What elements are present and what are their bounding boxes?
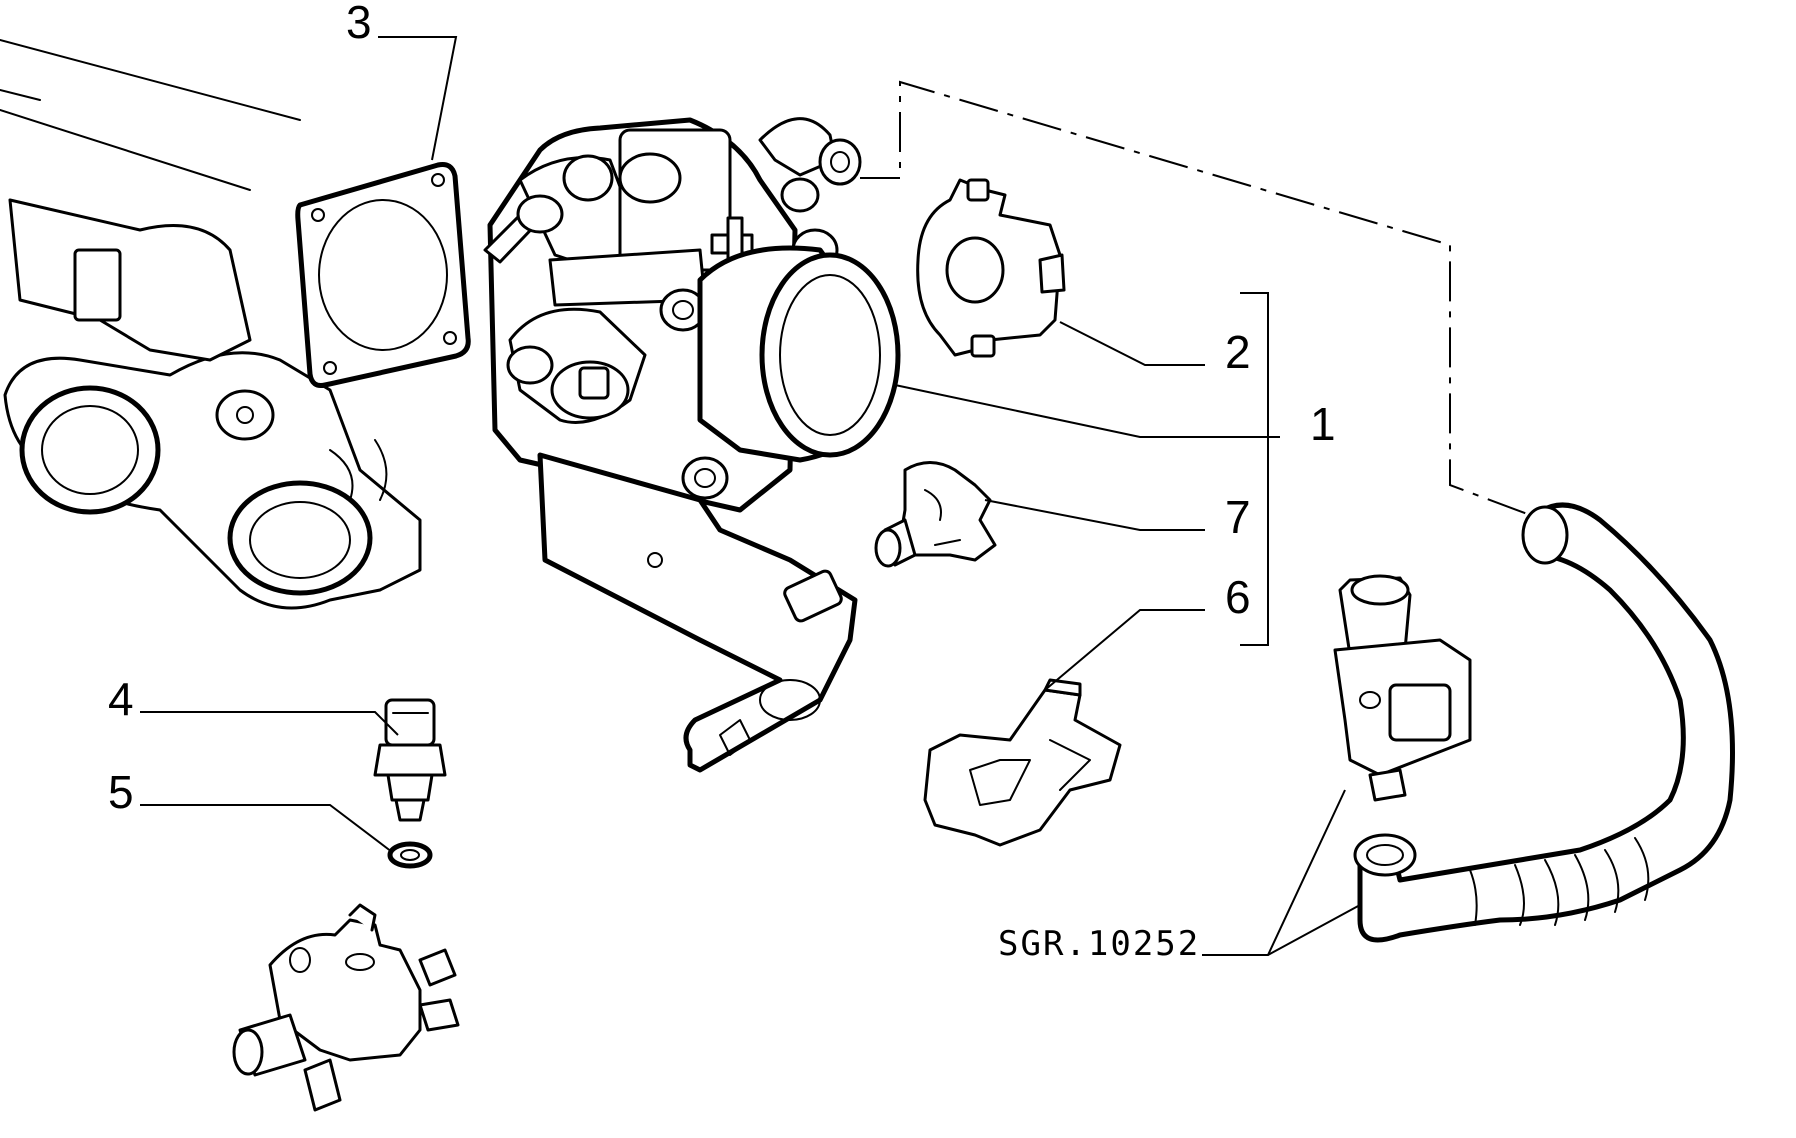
coolant-fitting — [232, 903, 460, 1112]
callout-3: 3 — [346, 0, 372, 48]
leader-lines — [140, 36, 1361, 956]
bracket-part — [923, 678, 1122, 847]
callout-7: 7 — [1225, 491, 1251, 543]
callout-5: 5 — [108, 766, 134, 818]
callout-2: 2 — [1225, 326, 1251, 378]
hose — [1353, 502, 1735, 943]
throttle-body-part — [483, 117, 901, 773]
callout-1: 1 — [1310, 398, 1336, 450]
sealing-washer-part — [387, 841, 433, 869]
throttle-position-sensor-part — [916, 178, 1066, 358]
callout-labels: 3 2 1 7 6 4 5 SGR.10252 — [108, 0, 1336, 964]
callout-6: 6 — [1225, 571, 1251, 623]
gasket-part — [295, 162, 471, 388]
hose-routing-line — [860, 80, 1531, 516]
temperature-sensor-part — [373, 698, 447, 822]
drawing-reference: SGR.10252 — [998, 924, 1200, 964]
intake-manifold — [0, 39, 422, 610]
callout-4: 4 — [108, 673, 134, 725]
idle-air-valve — [1333, 574, 1472, 802]
connector-clip-part — [874, 461, 997, 568]
